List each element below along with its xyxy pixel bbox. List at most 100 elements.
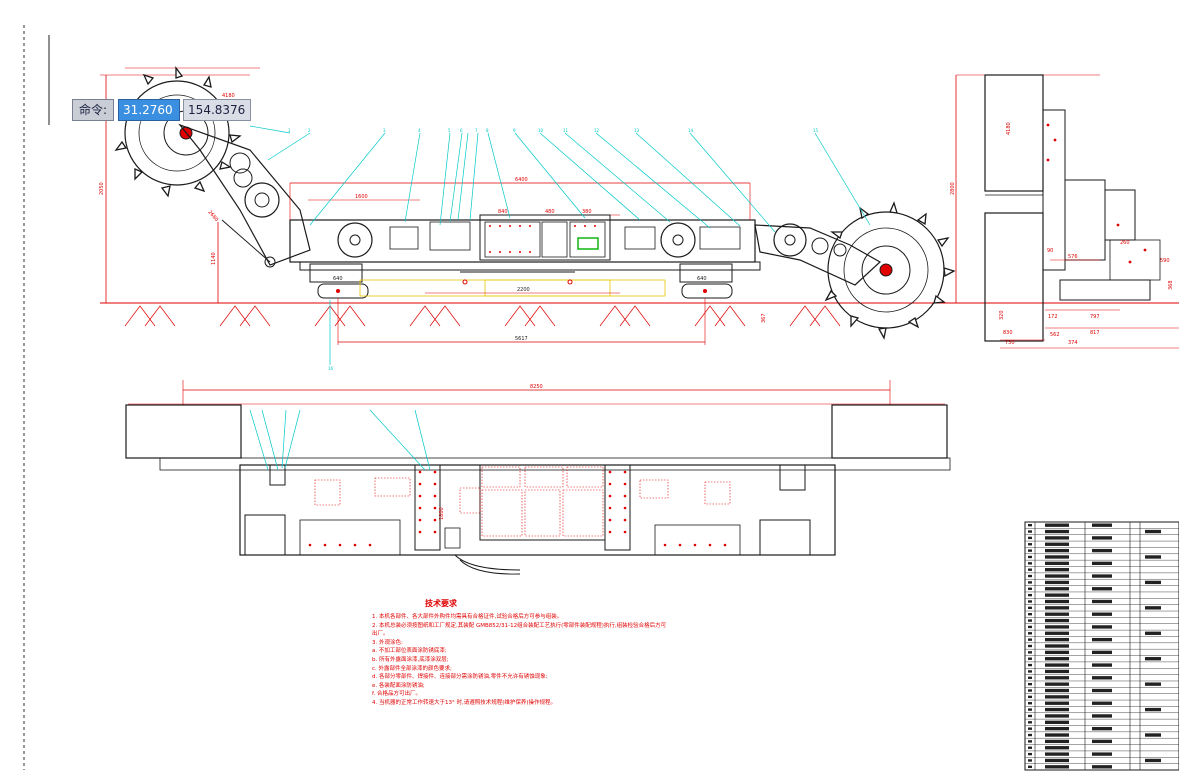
table-row [1045, 695, 1069, 699]
x-coordinate-input[interactable]: 31.2760 [118, 99, 181, 121]
tech-requirement-line: d. 各部分零部件、焊接件、连接部分需涂防锈油,零件不允许有锈蚀现象; [372, 674, 548, 681]
table-row [1045, 599, 1069, 604]
table-row [1045, 714, 1069, 718]
dim-side-576: 576 [1068, 254, 1078, 260]
table-row [1045, 529, 1069, 534]
dim-side-90: 90 [1047, 248, 1053, 254]
dim-bottom-2200: 2200 [517, 287, 530, 293]
dim-side-width: 4180 [1006, 122, 1012, 135]
tech-requirements-title: 技术要求 [425, 599, 457, 608]
tech-requirement-line: 2. 本机总装必须按图纸和工厂规定,其装配 GMB852/31-12组合装配工艺… [372, 622, 667, 629]
table-row [1045, 676, 1069, 680]
svg-text:16: 16 [328, 366, 334, 371]
dim-left-lower-height: 1140 [211, 252, 217, 265]
svg-text:2: 2 [308, 128, 311, 133]
dim-side-830: 830 [1003, 330, 1013, 336]
table-row [1045, 631, 1069, 635]
dim-left-640: 640 [333, 276, 343, 282]
dim-side-590: 590 [1160, 258, 1170, 264]
dim-side-172: 172 [1048, 314, 1058, 320]
dim-top-width: 4180 [222, 93, 235, 99]
dim-side-374: 374 [1068, 340, 1078, 346]
dim-left-height: 2050 [99, 182, 105, 195]
table-row [1045, 587, 1069, 591]
table-row [1045, 726, 1069, 731]
parts-list-table [1024, 521, 1179, 771]
tech-requirement-line: 出厂。 [372, 631, 389, 638]
table-row [1045, 644, 1069, 648]
tech-requirement-line: e. 各装配面涂防锈油; [372, 682, 425, 689]
table-row [1045, 523, 1069, 527]
svg-text:1: 1 [288, 128, 291, 133]
dim-plan-total: 8250 [530, 384, 543, 390]
svg-text:3: 3 [383, 128, 386, 133]
table-row [1045, 574, 1069, 578]
table-row [1045, 733, 1069, 737]
table-row [1045, 606, 1069, 610]
table-row [1045, 707, 1069, 712]
dim-side-368: 368 [1168, 280, 1174, 290]
y-coordinate-input[interactable]: 154.8376 [183, 99, 252, 121]
table-row [1045, 618, 1069, 623]
dim-body-width: 6400 [515, 177, 528, 183]
table-row [1045, 536, 1069, 540]
svg-text:9: 9 [513, 128, 516, 133]
dim-side-320: 320 [999, 310, 1005, 320]
table-row [1045, 548, 1069, 553]
table-row [1045, 612, 1069, 616]
dim-right-640: 640 [697, 276, 707, 282]
tech-requirement-line: 4. 当机器的正常工作转速大于13° 时,请遵照技术规程(维护保养)操作规程。 [372, 700, 557, 706]
svg-text:13: 13 [634, 128, 640, 133]
table-row [1045, 669, 1069, 674]
svg-text:14: 14 [688, 128, 694, 133]
plan-view: 8250 1800 [125, 380, 951, 575]
table-row [1045, 657, 1069, 661]
table-row [1045, 542, 1069, 546]
tech-requirement-line: f. 合格品方可出厂。 [372, 691, 422, 698]
dim-bottom-5617: 5617 [515, 336, 528, 342]
tech-requirement-line: a. 不加工部位表面涂防锈底漆; [372, 648, 447, 655]
command-label: 命令: [72, 99, 115, 121]
tech-requirement-line: c. 外露部件全部涂漆的颜色要求; [372, 665, 452, 672]
svg-text:6: 6 [460, 128, 463, 133]
table-row [1045, 580, 1069, 585]
tech-requirement-line: b. 所有外露面涂漆,底漆涂双层; [372, 657, 449, 663]
dim-side-797: 797 [1090, 314, 1100, 320]
svg-text:10: 10 [538, 128, 544, 133]
dim-box-1600: 1600 [355, 194, 368, 200]
dim-side-367: 367 [761, 313, 767, 323]
table-row [1045, 593, 1069, 597]
dim-side-730: 730 [1005, 340, 1015, 346]
table-row [1045, 739, 1069, 744]
dim-box-380: 380 [582, 209, 592, 215]
table-row [1045, 663, 1069, 667]
svg-text:4: 4 [418, 128, 421, 133]
dim-plan-inner: 1800 [439, 507, 445, 520]
side-view: 2800 4180 830 730 562 797 817 172 374 57… [950, 74, 1179, 349]
dim-side-817: 817 [1090, 330, 1100, 336]
dim-side-562: 562 [1050, 332, 1060, 338]
table-row [1045, 568, 1069, 572]
dim-box-840: 840 [498, 209, 508, 215]
table-row [1045, 555, 1069, 559]
dim-box-480: 480 [545, 209, 555, 215]
dim-arm-length: 2680 [206, 209, 219, 223]
dim-side-260: 260 [1120, 240, 1130, 246]
svg-text:8: 8 [486, 128, 489, 133]
table-row [1045, 561, 1069, 566]
dim-side-height: 2800 [950, 182, 956, 195]
table-row [1045, 650, 1069, 655]
table-row [1045, 758, 1069, 763]
coordinate-input-bar[interactable]: 命令: 31.2760 154.8376 [72, 99, 252, 121]
tech-requirement-line: 1. 本机各部件、各大部件外购件均需具有合格证件,试验合格后方可参与组装。 [372, 614, 563, 620]
table-row [1045, 701, 1069, 705]
table-row [1045, 688, 1069, 693]
tech-requirement-line: 3. 外观涂色: [372, 639, 403, 646]
table-row [1045, 752, 1069, 756]
table-row [1045, 765, 1069, 769]
table-row [1045, 625, 1069, 629]
svg-text:12: 12 [594, 128, 600, 133]
table-row [1045, 720, 1069, 724]
